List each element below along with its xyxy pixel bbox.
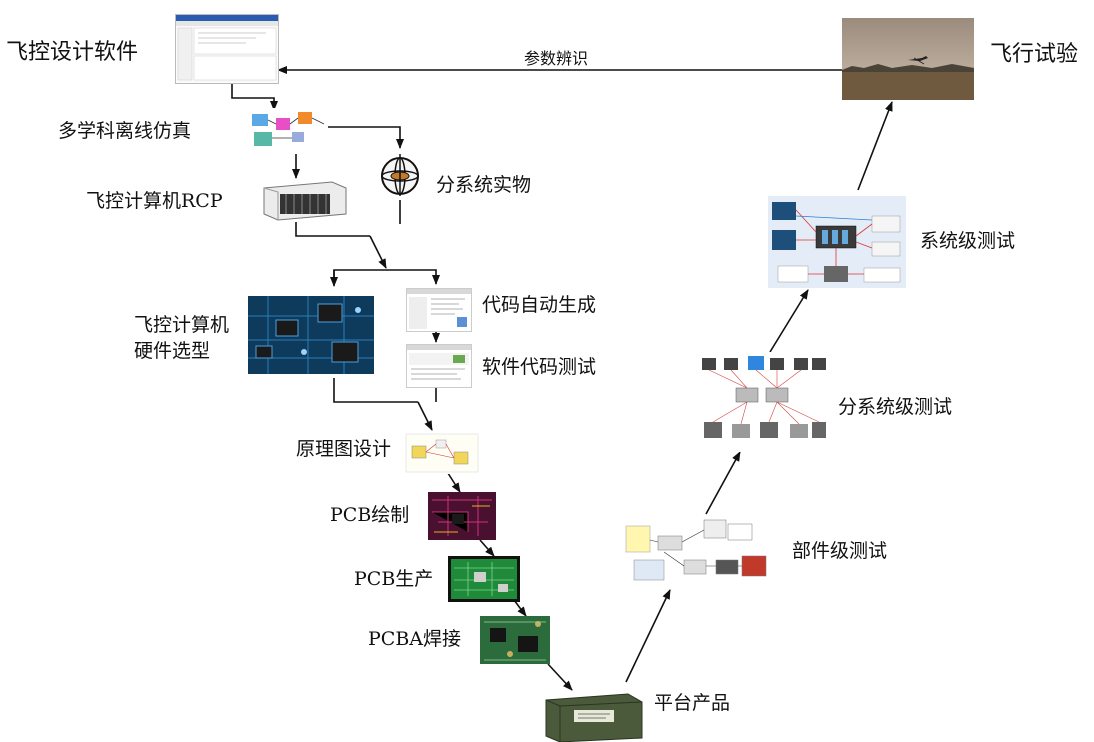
arrow-merge-to-split xyxy=(369,235,387,269)
system-test-diagram xyxy=(768,196,906,288)
arrow-system-to-flight xyxy=(857,101,893,191)
hw-selection-label-line2: 硬件选型 xyxy=(134,340,211,362)
pcba-soldered-board xyxy=(480,616,550,664)
line-hw-down xyxy=(333,378,418,403)
arrow-split-to-hw xyxy=(333,269,440,285)
schematic-design-label: 原理图设计 xyxy=(296,438,392,460)
system-test-label: 系统级测试 xyxy=(920,230,1016,252)
schematic-thumbnail xyxy=(404,432,480,474)
component-test-diagram xyxy=(624,516,772,588)
arrow-software-to-sim xyxy=(231,82,278,111)
codegen-screenshot xyxy=(406,288,472,332)
rcp-computer-chassis xyxy=(262,178,348,222)
flight-test-label: 飞行试验 xyxy=(990,42,1079,67)
platform-product-label: 平台产品 xyxy=(654,692,731,714)
subsystem-physical-label: 分系统实物 xyxy=(436,174,532,196)
arrow-merge-to-schematic xyxy=(417,401,433,431)
arrow-production-to-pcba xyxy=(513,599,527,617)
pcb-drawing-label: PCB绘制 xyxy=(330,504,410,526)
pcba-soldering-label: PCBA焊接 xyxy=(368,628,462,650)
arrow-sim-to-physical xyxy=(328,126,404,149)
circuit-board-photo xyxy=(248,296,374,374)
pcb-production-label: PCB生产 xyxy=(354,568,434,590)
arrow-pcba-to-product xyxy=(547,663,573,691)
arrow-component-to-subsystem xyxy=(705,451,741,515)
sw-code-test-label: 软件代码测试 xyxy=(482,356,597,378)
offline-simulation-diagram xyxy=(248,108,328,154)
flight-test-photo xyxy=(842,18,974,100)
component-test-label: 部件级测试 xyxy=(792,540,888,562)
code-test-screenshot xyxy=(406,344,472,388)
auto-codegen-label: 代码自动生成 xyxy=(482,294,597,316)
platform-product-box xyxy=(540,690,646,742)
arrow-subsystem-to-system xyxy=(769,289,809,353)
line-rcp-merge xyxy=(295,222,370,237)
param-identification-label: 参数辨识 xyxy=(524,49,589,68)
offline-sim-label: 多学科离线仿真 xyxy=(58,120,192,142)
hw-selection-label-line1: 飞控计算机 xyxy=(134,314,230,336)
pcb-production-board xyxy=(448,556,520,602)
subsystem-test-label: 分系统级测试 xyxy=(838,396,953,418)
pcb-layout-thumbnail xyxy=(428,492,496,540)
design-software-label: 飞控设计软件 xyxy=(6,40,139,65)
arrow-product-to-component xyxy=(625,589,671,683)
arrow-pcb-to-production xyxy=(479,539,495,557)
subsystem-test-diagram xyxy=(696,352,830,452)
physical-subsystem-gyro xyxy=(378,150,422,198)
rcp-computer-label: 飞控计算机RCP xyxy=(86,190,223,212)
design-software-screenshot xyxy=(175,14,279,84)
